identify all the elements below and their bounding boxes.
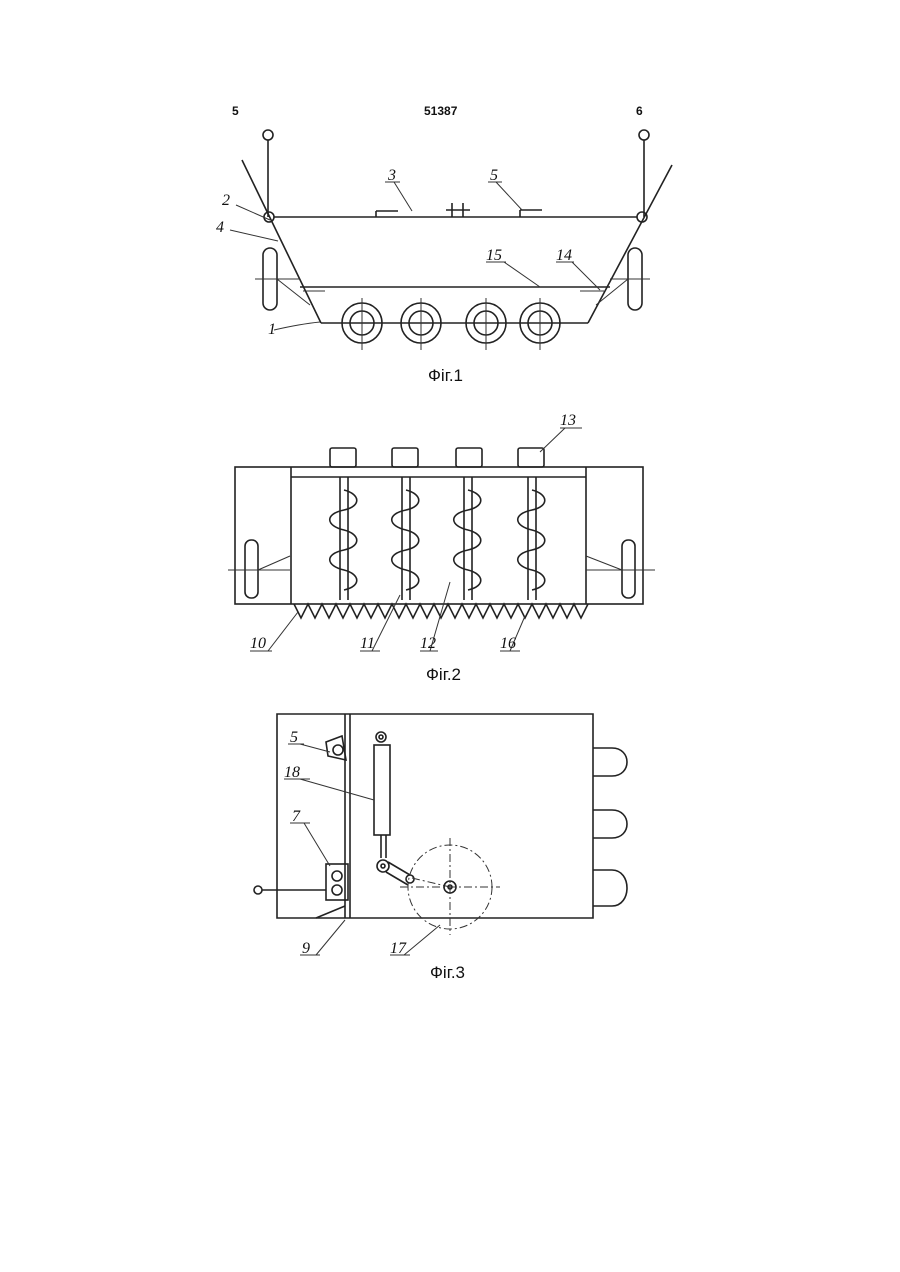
fig1-label-1: 1 xyxy=(268,321,276,338)
fig1-label-5: 5 xyxy=(490,167,498,184)
figure-2-drawing: 13 10 11 12 16 xyxy=(228,412,655,652)
figure-2-caption: Фіг.2 xyxy=(426,665,461,685)
figure-1-drawing: 2 4 3 5 15 14 1 xyxy=(216,130,672,350)
fig2-label-16: 16 xyxy=(500,635,516,652)
fig3-label-17: 17 xyxy=(390,940,407,957)
fig1-label-2: 2 xyxy=(222,192,230,209)
fig3-label-7: 7 xyxy=(292,808,301,825)
fig1-label-14: 14 xyxy=(556,247,572,264)
fig3-label-18: 18 xyxy=(284,764,300,781)
figure-1-caption: Фіг.1 xyxy=(428,366,463,386)
fig2-label-12: 12 xyxy=(420,635,436,652)
fig1-label-15: 15 xyxy=(486,247,502,264)
fig3-label-5: 5 xyxy=(290,729,298,746)
figure-3-caption: Фіг.3 xyxy=(430,963,465,983)
fig1-label-4: 4 xyxy=(216,219,224,236)
fig2-label-13: 13 xyxy=(560,412,576,429)
fig2-label-10: 10 xyxy=(250,635,266,652)
figure-3-drawing: 5 18 7 9 17 xyxy=(254,714,627,957)
fig3-label-9: 9 xyxy=(302,940,310,957)
fig1-label-3: 3 xyxy=(387,167,396,184)
fig2-label-11: 11 xyxy=(360,635,375,652)
